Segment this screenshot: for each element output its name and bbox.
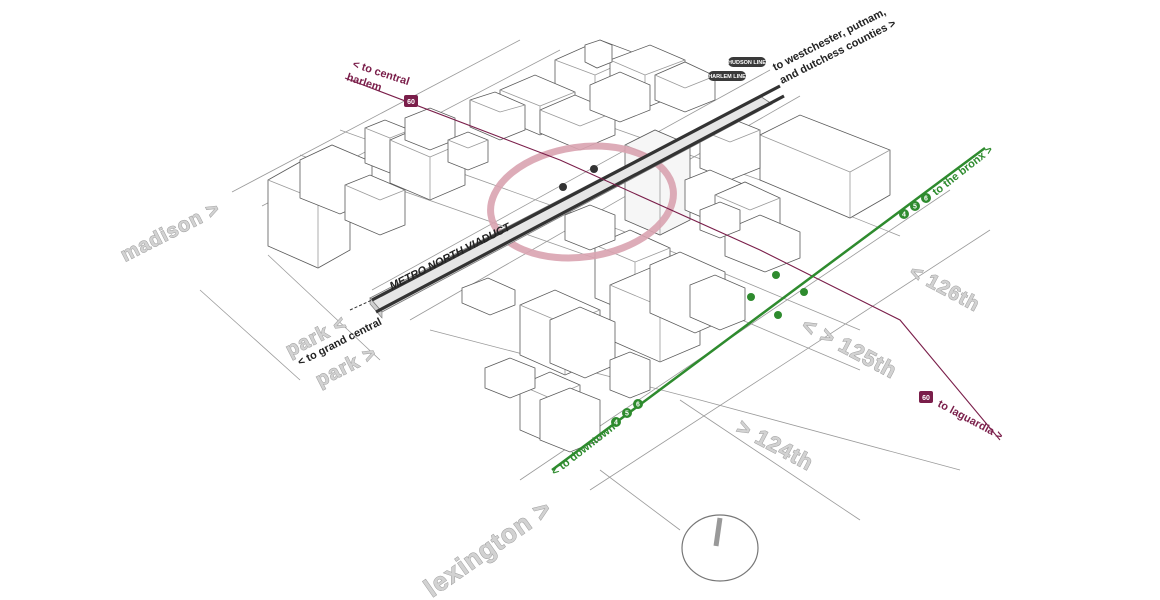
svg-text:60: 60 [922,395,930,402]
buildings-south [461,204,746,453]
svg-text:5: 5 [625,411,629,418]
street-label-126th: < 126th [906,261,984,316]
subway-bullets-north: 4 5 6 [899,193,931,219]
bus-route-60 [344,77,1001,441]
svg-text:60: 60 [407,99,415,106]
bus-route-badge-top: 60 [404,95,418,107]
street-label-124th: > 124th [733,414,818,475]
subway-entrance-dot [772,271,780,279]
station-highlight-ring [487,142,677,262]
buildings-north [469,39,716,151]
subway-entrance-dot [774,311,782,319]
svg-text:HARLEM LINE: HARLEM LINE [708,74,746,80]
svg-text:5: 5 [913,204,917,211]
station-markers [559,165,808,319]
harlem-line-badge: HARLEM LINE [708,71,746,81]
rail-station-dot [559,183,567,191]
subway-entrance-dot [747,293,755,301]
subway-entrance-dot [800,288,808,296]
buildings-west [267,107,489,269]
street-label-madison: madison > [117,198,224,267]
rail-station-dot [590,165,598,173]
north-arrow-icon [681,514,759,582]
subway-to-bronx-label: to the bronx > [930,144,995,198]
hudson-line-badge: HUDSON LINE [728,57,766,67]
metro-north-viaduct [349,84,785,319]
svg-text:6: 6 [636,402,640,409]
street-label-lexington: lexington > [418,493,557,600]
svg-text:HUDSON LINE: HUDSON LINE [728,60,766,66]
svg-text:4: 4 [902,212,906,219]
bus-route-badge-bottom: 60 [919,391,933,403]
street-label-125th: < > 125th [798,312,902,383]
svg-text:6: 6 [924,196,928,203]
subway-bullets-south: 4 5 6 [611,399,643,427]
svg-text:4: 4 [614,420,618,427]
